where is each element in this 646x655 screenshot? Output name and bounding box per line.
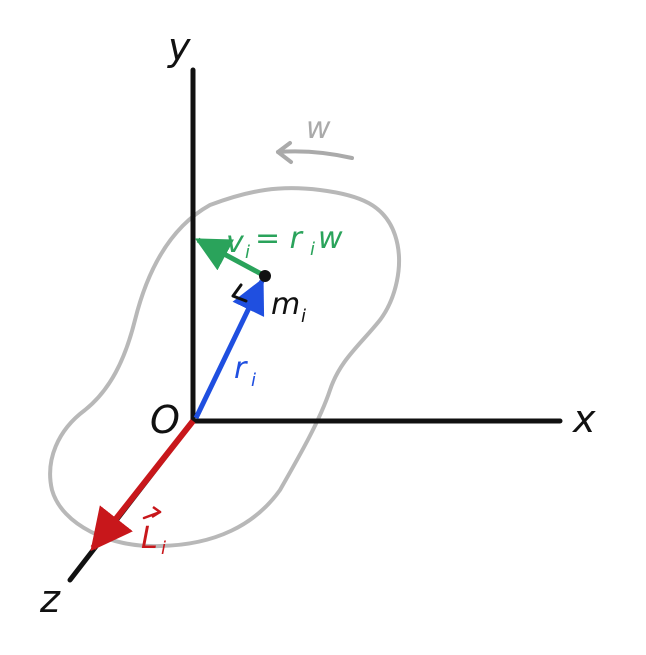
z-axis-label: z — [39, 577, 61, 621]
radius-vector — [193, 277, 265, 420]
origin-label: O — [150, 398, 180, 442]
svg-text:i: i — [161, 538, 166, 559]
angular-momentum-vector — [90, 419, 196, 552]
svg-text:r: r — [234, 351, 248, 386]
rigid-body-outline — [48, 186, 402, 549]
right-angle-mark — [231, 283, 248, 303]
svg-text:w: w — [318, 221, 343, 256]
particle-dot — [259, 270, 271, 282]
svg-text:v: v — [226, 225, 245, 260]
omega-label: w — [306, 111, 331, 146]
svg-text:L: L — [141, 521, 158, 556]
velocity-vector — [194, 237, 267, 279]
svg-text:m: m — [271, 287, 300, 322]
angular-momentum-label: L i — [141, 505, 166, 559]
velocity-label: v i = r i w — [226, 221, 343, 263]
omega-rotation-arrow — [276, 141, 354, 164]
svg-text:= r: = r — [255, 221, 304, 256]
svg-text:i: i — [245, 242, 250, 263]
particle-mass-label: m i — [271, 287, 306, 327]
svg-text:i: i — [301, 306, 306, 327]
y-axis-label: y — [167, 25, 191, 69]
x-axis-label: x — [572, 397, 596, 441]
svg-text:i: i — [251, 370, 256, 391]
svg-text:i: i — [310, 239, 315, 260]
radius-label: r i — [234, 351, 256, 391]
